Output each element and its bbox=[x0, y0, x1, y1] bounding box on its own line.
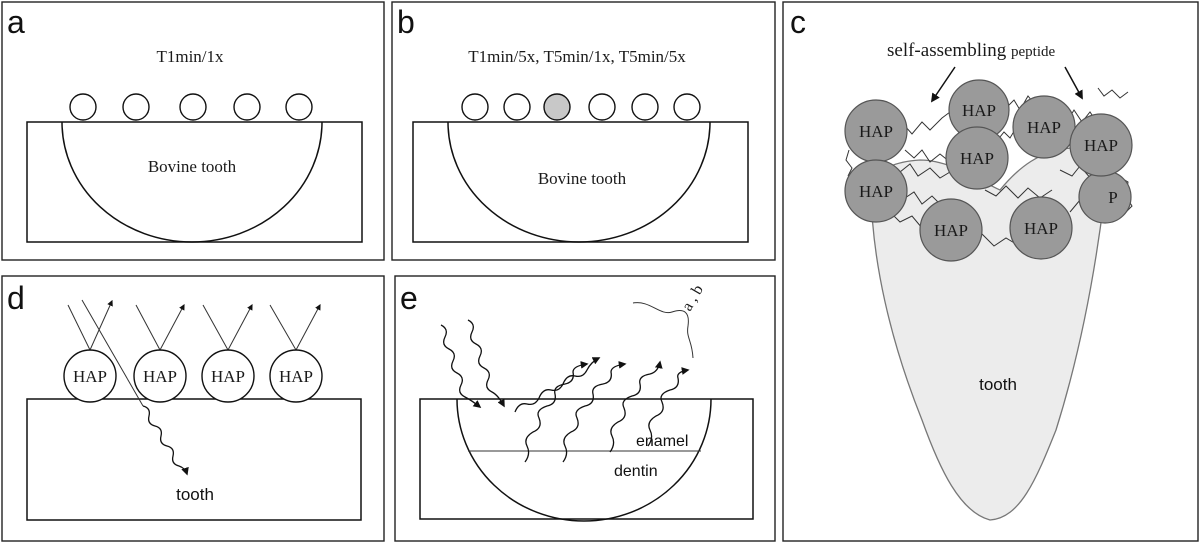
panel-b-tooth-curve bbox=[447, 121, 711, 243]
hap-particle-label: HAP bbox=[1024, 219, 1058, 238]
hap-particle-label: HAP bbox=[1084, 136, 1118, 155]
hap-particle bbox=[1069, 113, 1133, 177]
panel-d-hap-particle bbox=[269, 349, 323, 403]
panel-a-letter: a bbox=[7, 4, 25, 40]
panel-c-hap-cluster: P HAP HAP HAP HAP HAP HAP HAP HAP bbox=[844, 79, 1133, 262]
panel-c-substrate-label: tooth bbox=[979, 375, 1017, 394]
panel-a-particle bbox=[285, 93, 313, 121]
panel-d-frame bbox=[1, 275, 385, 542]
panel-d-hap-label: HAP bbox=[143, 367, 177, 386]
panel-c-annotation-main: self-assembling bbox=[887, 40, 1007, 61]
panel-b-particle-highlighted bbox=[543, 93, 571, 121]
panel-b-substrate-label: Bovine tooth bbox=[538, 169, 627, 188]
panel-e: e enamel dentin a , b bbox=[394, 275, 776, 542]
panel-e-tooth-curve bbox=[456, 398, 712, 522]
panel-b-frame bbox=[391, 1, 776, 261]
panel-d-light-rays bbox=[67, 299, 321, 476]
panel-a-particle bbox=[179, 93, 207, 121]
panel-a-substrate-label: Bovine tooth bbox=[148, 157, 237, 176]
panel-d-hap-particle bbox=[133, 349, 187, 403]
hap-particle-label: HAP bbox=[962, 101, 996, 120]
panel-c-annotation-arrow bbox=[930, 66, 956, 103]
panel-a-tooth-curve bbox=[61, 121, 323, 243]
panel-c-annotation: self-assembling peptide bbox=[887, 40, 1056, 61]
panel-b-particle bbox=[461, 93, 489, 121]
panel-e-substrate-block bbox=[419, 398, 754, 520]
panel-d-hap-label: HAP bbox=[211, 367, 245, 386]
incident-wavy-ray bbox=[467, 319, 505, 408]
scattered-ray bbox=[142, 405, 189, 476]
hap-particle bbox=[1078, 170, 1132, 224]
incident-ray bbox=[135, 304, 161, 351]
emitted-wavy-ray bbox=[524, 361, 589, 463]
panel-c-annotation-arrow bbox=[1064, 66, 1083, 100]
hap-particle bbox=[919, 198, 983, 262]
panel-c-frame bbox=[782, 1, 1199, 542]
hap-particle-label: HAP bbox=[934, 221, 968, 240]
panel-d-hap-particle bbox=[201, 349, 255, 403]
panel-b-particle bbox=[631, 93, 659, 121]
peptide-strand bbox=[899, 163, 951, 179]
panel-c-annotation-sub: peptide bbox=[1011, 44, 1055, 60]
panel-e-frame bbox=[394, 275, 776, 542]
hap-particle bbox=[1012, 95, 1076, 159]
emitted-wavy-ray bbox=[609, 360, 663, 453]
panel-c-letter: c bbox=[790, 4, 806, 40]
panel-a-particle bbox=[122, 93, 150, 121]
hap-particle bbox=[844, 159, 908, 223]
incident-ray bbox=[269, 304, 297, 351]
transmitted-ray bbox=[81, 299, 144, 407]
panel-e-letter: e bbox=[400, 280, 418, 316]
hap-particle bbox=[1009, 196, 1073, 260]
emitted-wavy-ray bbox=[647, 367, 690, 447]
panel-d: d tooth HAP HAP HAP HAP bbox=[1, 275, 385, 542]
panel-b-particle bbox=[588, 93, 616, 121]
emitted-wavy-ray bbox=[514, 357, 601, 413]
hap-particle-label: HAP bbox=[1027, 118, 1061, 137]
panel-e-light-rays bbox=[440, 319, 690, 463]
incident-ray bbox=[202, 304, 229, 351]
panel-a-particle bbox=[233, 93, 261, 121]
panel-d-hap-particle bbox=[63, 349, 117, 403]
panel-e-enamel-label: enamel bbox=[636, 433, 688, 450]
panel-c-tooth-shape bbox=[870, 147, 1107, 521]
panel-a-frame bbox=[1, 1, 385, 261]
panel-a-caption: T1min/1x bbox=[156, 47, 224, 66]
incident-ray bbox=[67, 304, 91, 351]
reflected-ray bbox=[295, 303, 321, 351]
hap-particle-label: HAP bbox=[859, 182, 893, 201]
panel-e-callout-bracket bbox=[632, 302, 694, 359]
reflected-ray bbox=[159, 303, 185, 351]
panel-d-substrate-label: tooth bbox=[176, 485, 214, 504]
peptide-strand bbox=[845, 149, 853, 177]
hap-particle-label: P bbox=[1108, 188, 1117, 207]
reflected-ray bbox=[89, 299, 113, 351]
panel-d-substrate-block bbox=[26, 398, 362, 521]
incident-wavy-ray bbox=[440, 324, 482, 408]
panel-b-letter: b bbox=[397, 4, 415, 40]
panel-b-caption: T1min/5x, T5min/1x, T5min/5x bbox=[468, 47, 686, 66]
panel-d-hap-label: HAP bbox=[73, 367, 107, 386]
emitted-wavy-ray bbox=[562, 361, 627, 463]
reflected-ray bbox=[227, 303, 253, 351]
hap-particle-label: HAP bbox=[859, 122, 893, 141]
panel-a-particle bbox=[69, 93, 97, 121]
panel-d-hap-label: HAP bbox=[279, 367, 313, 386]
hap-particle-label: HAP bbox=[960, 149, 994, 168]
panel-e-callout-label: a , b bbox=[679, 282, 707, 314]
panel-c: c self-assembling peptide tooth bbox=[782, 1, 1199, 542]
hap-particle bbox=[945, 126, 1009, 190]
panel-b-particle bbox=[673, 93, 701, 121]
peptide-strand bbox=[1097, 87, 1129, 99]
panel-b: b T1min/5x, T5min/1x, T5min/5x Bovine to… bbox=[391, 1, 776, 261]
peptide-strand bbox=[904, 149, 951, 163]
panel-b-particle bbox=[503, 93, 531, 121]
panel-a: a T1min/1x Bovine tooth bbox=[1, 1, 385, 261]
panel-a-substrate-block bbox=[26, 121, 363, 243]
panel-e-dentin-label: dentin bbox=[614, 463, 658, 480]
panel-d-letter: d bbox=[7, 280, 25, 316]
